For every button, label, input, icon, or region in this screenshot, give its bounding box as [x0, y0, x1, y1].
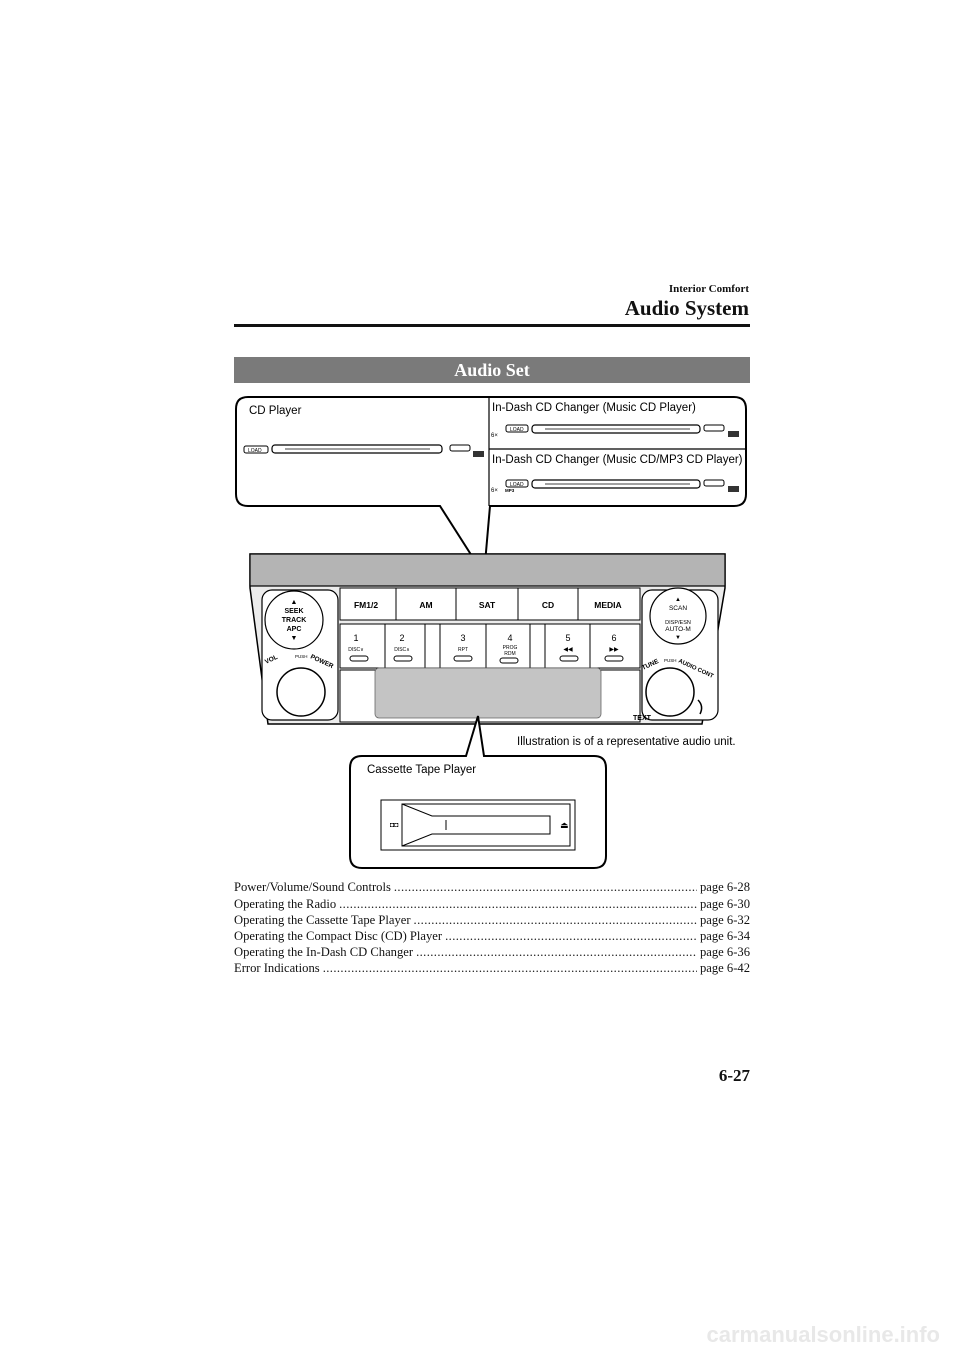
cassette-faceplate: ◘◘ ⏏ [380, 799, 576, 851]
illustration-caption: Illustration is of a representative audi… [517, 736, 736, 748]
preset-3-number: 3 [460, 633, 465, 643]
preset-4-sub2: RDM [504, 651, 515, 657]
changer-icon-text: 6× [491, 488, 498, 494]
mp3-badge: MP3 [505, 488, 515, 493]
source-fm-button: FM1/2 [354, 600, 378, 610]
source-am-button: AM [419, 600, 432, 610]
changer-mp3-faceplate: 6× MP3 LOAD [491, 479, 739, 494]
svg-text:◘◘: ◘◘ [390, 822, 398, 829]
page-number: 6-27 [718, 1066, 750, 1085]
text-label: TEXT [633, 715, 652, 722]
apc-label: APC [287, 626, 302, 633]
audio-set-title: Audio Set [454, 360, 530, 380]
load-button-label: LOAD [510, 427, 524, 433]
auto-m-label: AUTO-M [665, 626, 691, 633]
svg-text:▼: ▼ [291, 635, 298, 642]
site-watermark: carmanualsonline.info [706, 1322, 941, 1347]
tune-knob [645, 667, 695, 717]
disp-label: DISP/ESN [665, 620, 691, 626]
changer-music-label: In-Dash CD Changer (Music CD Player) [492, 402, 696, 414]
svg-text:⏏: ⏏ [560, 820, 569, 830]
preset-2-sub: DISC∧ [394, 647, 410, 653]
section-title: Audio System [624, 296, 749, 320]
cd-player-faceplate: LOAD [243, 444, 484, 457]
changer-icon-text: 6× [491, 433, 498, 439]
preset-4-number: 4 [507, 633, 512, 643]
toc-entry[interactable]: Error Indicationspage 6-42 [234, 961, 750, 976]
cd-player-callout-box [235, 396, 747, 579]
preset-6-sub: ▶▶ [609, 647, 619, 653]
scan-label: SCAN [669, 605, 687, 612]
preset-3-sub: RPT [458, 647, 468, 653]
section-kicker: Interior Comfort [668, 283, 749, 295]
source-cd-button: CD [542, 600, 554, 610]
load-button-label: LOAD [248, 448, 262, 454]
header-rule [234, 324, 750, 327]
scan-knob [649, 587, 707, 645]
preset-2-number: 2 [399, 633, 404, 643]
toc-entry[interactable]: Power/Volume/Sound Controlspage 6-28 [234, 880, 750, 895]
volume-knob [276, 667, 326, 717]
changer-mp3-label: In-Dash CD Changer (Music CD/MP3 CD Play… [492, 454, 743, 466]
track-label: TRACK [282, 617, 307, 624]
eject-badge [473, 451, 484, 457]
preset-1-sub: DISC∨ [348, 647, 364, 653]
toc-entry[interactable]: Operating the Compact Disc (CD) Playerpa… [234, 929, 750, 944]
preset-6-number: 6 [611, 633, 616, 643]
toc-entry[interactable]: Operating the In-Dash CD Changerpage 6-3… [234, 945, 750, 960]
toc-entry[interactable]: Operating the Radiopage 6-30 [234, 897, 750, 912]
audio-set-banner: Audio Set [234, 357, 750, 383]
toc-entry[interactable]: Operating the Cassette Tape Playerpage 6… [234, 913, 750, 928]
push-label: PUSH [295, 654, 308, 659]
svg-text:▲: ▲ [291, 599, 298, 606]
svg-text:▼: ▼ [675, 635, 681, 641]
audio-head-unit: ▲ SEEK TRACK APC ▼ VOL PUSH POWER FM1/2 … [249, 553, 726, 725]
preset-5-sub: ◀◀ [563, 647, 573, 653]
seek-label: SEEK [284, 608, 303, 615]
seek-knob [264, 590, 324, 650]
source-sat-button: SAT [479, 600, 496, 610]
load-button-label: LOAD [510, 482, 524, 488]
svg-text:▲: ▲ [675, 597, 681, 603]
preset-5-number: 5 [565, 633, 570, 643]
cassette-label: Cassette Tape Player [367, 764, 476, 776]
display-window [374, 667, 602, 719]
changer-music-faceplate: 6× LOAD [491, 424, 739, 439]
preset-4-sub: PROG [503, 645, 518, 651]
preset-1-number: 1 [353, 633, 358, 643]
cd-player-label: CD Player [249, 405, 302, 417]
source-media-button: MEDIA [594, 600, 621, 610]
push-label: PUSH [664, 658, 677, 663]
